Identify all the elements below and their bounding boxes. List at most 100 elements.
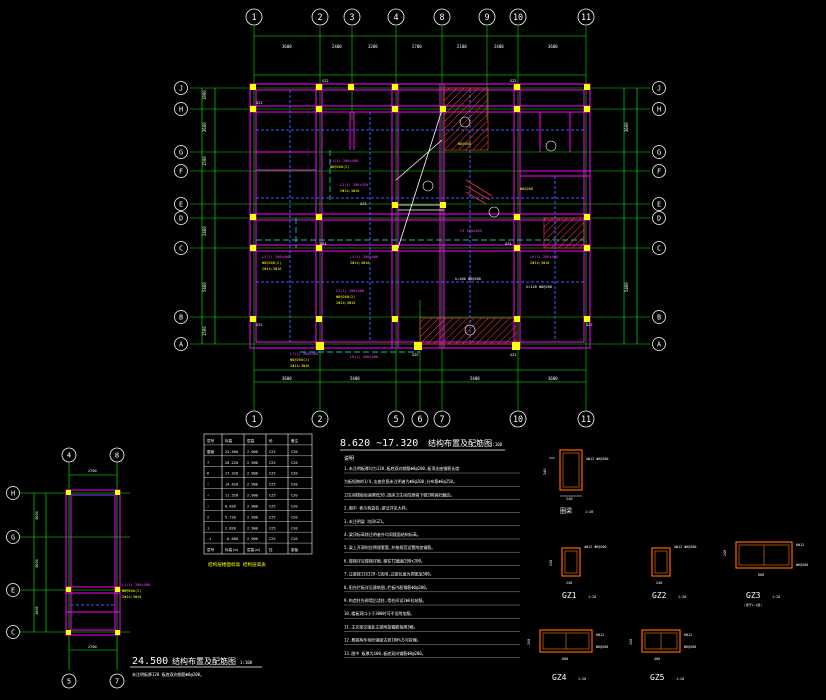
svg-text:h=120 Φ8@200: h=120 Φ8@200 (526, 285, 552, 289)
svg-text:3600: 3600 (35, 606, 39, 615)
table-cell: 14.420 (225, 483, 238, 487)
table-cell: 20.220 (225, 461, 238, 465)
table-cell: C25 (269, 526, 276, 530)
right-axis-J-label: J (657, 84, 661, 92)
small-top-axis-8-bubble (109, 447, 125, 463)
svg-text:3600: 3600 (624, 122, 629, 132)
small-left-axis-C-bubble (6, 625, 20, 639)
table-cell: C25 (269, 537, 276, 541)
svg-text:2700: 2700 (88, 469, 97, 473)
bottom-axis-6-bubble (411, 410, 429, 428)
table-cell: 4 (207, 494, 209, 498)
note-line: 6.楼梯详见楼梯详图,梯柱TZ截面200x200。 (344, 557, 425, 563)
svg-text:240: 240 (543, 469, 547, 476)
svg-text:h=100 Φ8@200: h=100 Φ8@200 (455, 277, 481, 281)
table-caption: 结构层楼面标高 结构层高表 (208, 561, 266, 568)
gz3-label: GZ3 (746, 591, 761, 600)
detail-gz4: 6Φ12 Φ6@200 600 240 GZ4 1:20 (527, 629, 608, 682)
svg-text:600: 600 (562, 657, 568, 661)
small-left-axis-H-bubble (6, 486, 20, 500)
svg-text:2700: 2700 (88, 645, 97, 649)
left-axis-C-label: C (179, 244, 183, 252)
bottom-axis-7-label: 7 (439, 414, 444, 424)
svg-text:GZ3: GZ3 (360, 202, 367, 206)
left-axis-A-label: A (179, 340, 183, 348)
left-axis-B-bubble (174, 310, 188, 324)
svg-text:GZ4: GZ4 (320, 242, 327, 246)
table-cell: C20 (291, 450, 298, 454)
table-cell: -1 (207, 537, 211, 541)
gz3-scale: 1:20 (772, 595, 780, 599)
svg-text:L2(1) 200x350: L2(1) 200x350 (340, 183, 368, 187)
svg-text:6Φ12: 6Φ12 (684, 633, 692, 637)
svg-text:3600: 3600 (548, 376, 558, 381)
table-cell: 屋面 (207, 449, 215, 454)
left-axis-C-bubble (174, 241, 188, 255)
svg-text:L7(1) 200x400: L7(1) 200x400 (290, 352, 318, 356)
top-axis-9-bubble (478, 8, 496, 26)
note-line: 9.构造柱先砌墙后浇柱,墙柱间设2Φ6拉结筋。 (344, 597, 426, 603)
svg-text:3600: 3600 (202, 122, 207, 132)
svg-text:GZ2: GZ2 (322, 79, 329, 83)
table-cell: 11.520 (225, 494, 238, 498)
small-left-axis-C-label: C (11, 628, 15, 636)
ring-beam-scale: 1:20 (585, 510, 593, 514)
left-axis-D-label: D (179, 214, 183, 222)
right-axis-C-label: C (657, 244, 661, 252)
detail-ring-beam: 240 240 4Φ12 Φ6@200 圈梁 1:20 (543, 449, 608, 515)
right-axis-F-bubble (652, 164, 666, 178)
svg-text:5400: 5400 (350, 376, 360, 381)
top-axis-11-bubble (577, 8, 595, 26)
note-line: 卫生间楼板标高降低50,厨房卫生间四周墙下做200高砼翻边。 (344, 491, 454, 497)
left-axis-J-label: J (179, 84, 183, 92)
svg-text:L1(1) 200x400: L1(1) 200x400 (122, 583, 150, 587)
svg-text:240: 240 (527, 639, 531, 645)
svg-text:3600: 3600 (548, 44, 558, 49)
gz4-scale: 1:20 (578, 677, 586, 681)
table-header-cell: 砼 (269, 438, 273, 443)
table-cell: C20 (291, 472, 298, 476)
svg-text:L8(1) 200x400: L8(1) 200x400 (350, 355, 378, 359)
top-axis-3-bubble (343, 8, 361, 26)
gz2-label: GZ2 (652, 591, 667, 600)
svg-text:GZ2: GZ2 (256, 323, 263, 327)
svg-text:240: 240 (629, 639, 633, 645)
svg-text:4Φ12 Φ6@200: 4Φ12 Φ6@200 (674, 545, 696, 549)
table-cell: 5 (207, 483, 209, 487)
left-axis-J-bubble (174, 81, 188, 95)
table-cell: 5.720 (225, 515, 236, 519)
bottom-axis-1-bubble (245, 410, 263, 428)
bottom-axis-1-label: 1 (251, 414, 256, 424)
table-cell: 柱 (269, 547, 273, 552)
small-top-axis-8-label: 8 (115, 451, 119, 460)
left-axis-G-label: G (179, 148, 183, 156)
table-cell: 2.900 (247, 504, 258, 508)
table-header-cell: 层号 (207, 438, 215, 443)
bottom-axis-5-label: 5 (393, 414, 398, 424)
svg-text:3600: 3600 (282, 376, 292, 381)
svg-text:Φ8@200: Φ8@200 (458, 142, 471, 146)
right-axis-A-label: A (657, 340, 661, 348)
notes-heading: 说明 (344, 455, 354, 462)
svg-text:Φ6@200: Φ6@200 (684, 645, 696, 649)
svg-text:2Φ14;3Φ16: 2Φ14;3Φ16 (122, 595, 141, 599)
table-cell: 2 (207, 515, 209, 519)
top-axis-11-label: 11 (581, 12, 591, 22)
left-axis-G-bubble (174, 145, 188, 159)
table-cell: 17.320 (225, 472, 238, 476)
svg-text:2Φ14;3Φ16: 2Φ14;3Φ16 (340, 189, 359, 193)
right-axis-E-label: E (657, 200, 661, 208)
svg-text:240: 240 (549, 560, 553, 566)
svg-text:Φ8@200(2): Φ8@200(2) (122, 589, 141, 593)
table-cell: 2.900 (247, 515, 258, 519)
svg-text:GZ2: GZ2 (510, 79, 517, 83)
svg-text:240: 240 (566, 497, 573, 501)
right-axis-H-bubble (652, 102, 666, 116)
left-axis-H-bubble (174, 102, 188, 116)
top-axis-1-bubble (245, 8, 263, 26)
